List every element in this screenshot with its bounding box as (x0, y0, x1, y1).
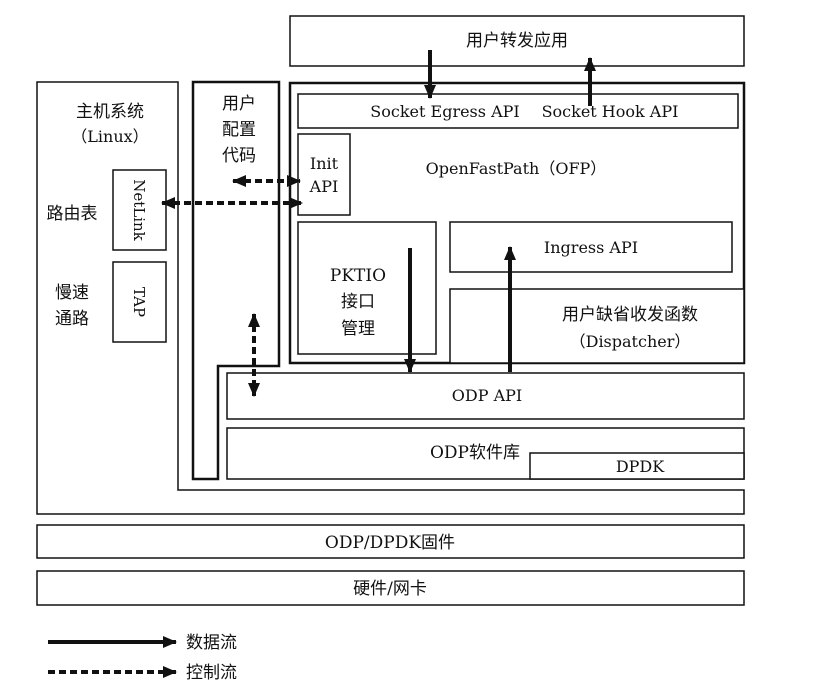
config-label-2: 配置 (222, 120, 256, 140)
socket-egress-label: Socket Egress API (370, 102, 519, 121)
config-label-3: 代码 (222, 146, 256, 166)
config-code-box (191, 80, 281, 481)
netlink-label: NetLink (130, 179, 148, 241)
hardware-box (36, 570, 745, 606)
dispatcher-label-1: 用户缺省收发函数 (562, 305, 698, 325)
pktio-box (297, 221, 437, 355)
legend-control-flow-label: 控制流 (186, 663, 237, 683)
dispatcher-box (449, 288, 745, 364)
odp-api-label: ODP API (452, 386, 522, 405)
firmware-box (36, 524, 745, 559)
host-os-label: （Linux） (71, 127, 148, 146)
ofp-label: OpenFastPath（OFP） (426, 159, 607, 178)
init-label-2: API (309, 177, 339, 196)
odp-lib-label: ODP软件库 (430, 443, 520, 463)
dpdk-box (529, 452, 745, 480)
ingress-label: Ingress API (544, 238, 638, 257)
firmware-label: ODP/DPDK固件 (325, 533, 455, 553)
legend-data-flow-label: 数据流 (186, 633, 237, 653)
user-app-label: 用户转发应用 (466, 31, 568, 51)
dispatcher-label-2: （Dispatcher） (570, 332, 691, 351)
host-system-box (36, 81, 745, 515)
odp-api-box (226, 372, 745, 420)
hardware-label: 硬件/网卡 (353, 579, 427, 599)
host-title-label: 主机系统 (76, 102, 144, 122)
socket-api-box (297, 93, 739, 129)
init-api-box (297, 133, 351, 216)
config-label-1: 用户 (222, 94, 256, 114)
socket-hook-label: Socket Hook API (542, 102, 679, 121)
routing-table-label: 路由表 (47, 204, 98, 224)
slow-path-label-1: 慢速 (55, 282, 89, 303)
ingress-api-box (449, 221, 733, 273)
init-label-1: Init (310, 154, 339, 173)
tap-label: TAP (130, 287, 148, 317)
user-app-box (289, 15, 745, 67)
pktio-label-3: 管理 (341, 319, 375, 339)
tap-box (112, 261, 167, 343)
pktio-label-1: PKTIO (330, 266, 386, 286)
dpdk-label: DPDK (616, 457, 665, 476)
slow-path-label-2: 通路 (55, 309, 89, 329)
netlink-box (112, 169, 167, 251)
pktio-label-2: 接口 (341, 292, 375, 312)
